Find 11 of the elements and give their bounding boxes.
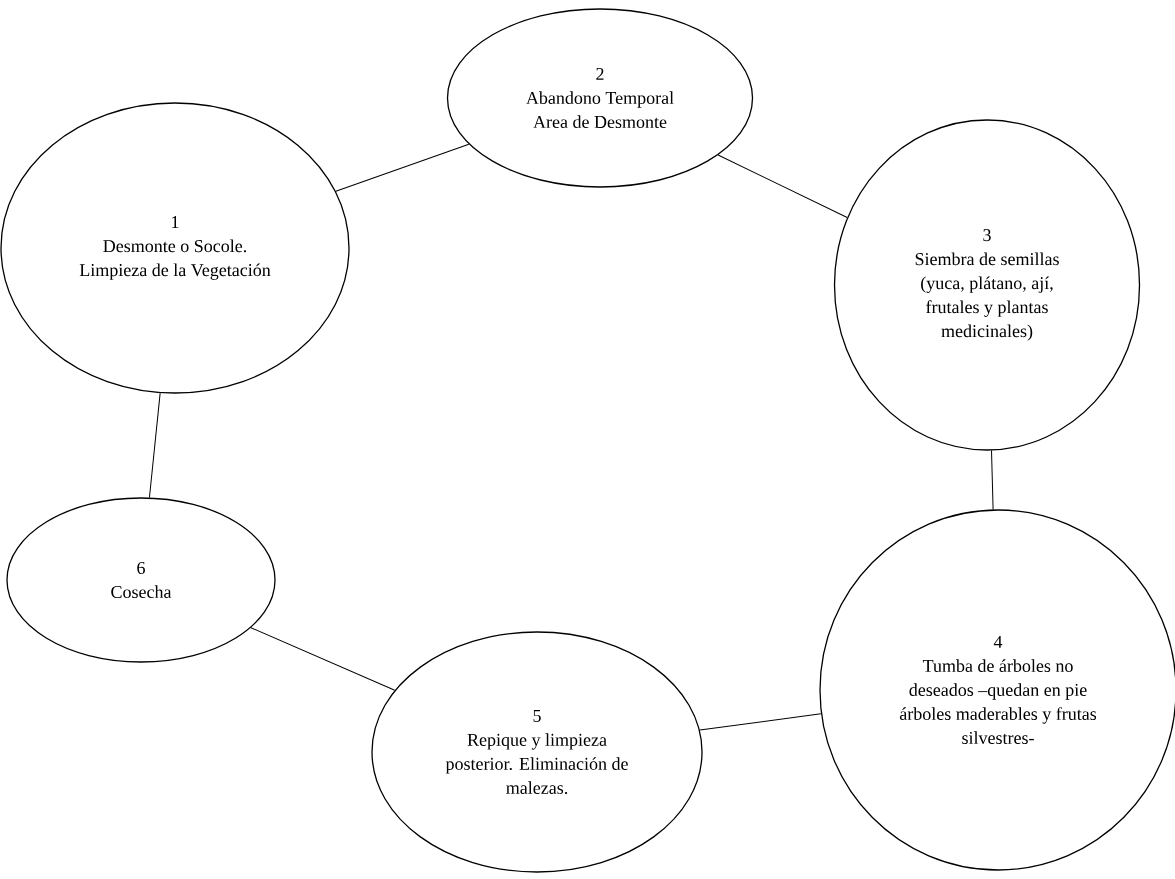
connector-line bbox=[699, 713, 822, 731]
connector-line bbox=[717, 154, 848, 218]
connector-line bbox=[250, 627, 396, 691]
ellipse-node: 1 Desmonte o Socole. Limpieza de la Vegetación bbox=[0, 102, 350, 394]
ellipse-node: 3 Siembra de semillas (yuca, plátano, ají, frutales y plantas medicinales) bbox=[833, 119, 1141, 451]
ellipse-node: 5 Repique y limpieza posterior. Eliminación de malezas. bbox=[371, 631, 703, 873]
ellipse-node: 6 Cosecha bbox=[6, 497, 276, 663]
ellipse-node: 2 Abandono Temporal Area de Desmonte bbox=[446, 8, 754, 188]
connector-line bbox=[148, 392, 161, 498]
connector-line bbox=[991, 450, 994, 510]
connector-line bbox=[335, 143, 470, 192]
